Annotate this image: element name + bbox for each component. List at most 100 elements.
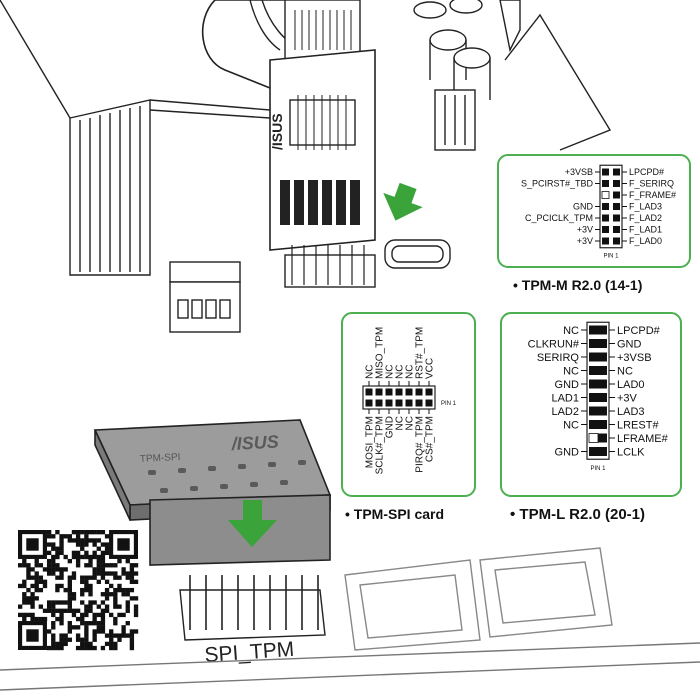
qr-module: [92, 571, 97, 576]
tpm-spi-top-label: NC: [405, 365, 416, 379]
qr-module: [80, 600, 85, 605]
qr-module: [109, 641, 114, 647]
tpm-card-vertical: [269, 49, 376, 251]
qr-module: [96, 604, 101, 609]
qr-module: [113, 633, 118, 638]
tpm-l-pin: [589, 352, 598, 362]
qr-module: [104, 587, 110, 593]
qr-module: [109, 612, 114, 618]
qr-module: [88, 604, 93, 609]
qr-module: [109, 629, 114, 634]
qr-module: [51, 612, 56, 618]
qr-module: [59, 546, 64, 551]
qr-module: [125, 592, 130, 597]
qr-module: [30, 583, 35, 589]
tpm-spi-bottom-label: CS#_TPM: [425, 416, 436, 462]
qr-module: [92, 530, 97, 535]
qr-module: [92, 554, 97, 560]
qr-module: [92, 645, 97, 651]
qr-module: [92, 637, 97, 642]
qr-module: [75, 538, 81, 543]
qr-module: [30, 616, 35, 622]
qr-module: [51, 546, 56, 551]
qr-module: [67, 629, 72, 634]
qr-module: [51, 637, 56, 642]
qr-module: [129, 596, 135, 601]
tpm-m-pin: [602, 237, 609, 245]
qr-module: [30, 596, 35, 601]
qr-module: [92, 538, 97, 543]
qr-module: [125, 575, 130, 580]
insert-arrow-bottom: [228, 500, 277, 547]
qr-module: [80, 554, 85, 560]
tpm-spi-top-label: NC: [385, 365, 396, 379]
qr-module: [51, 554, 56, 560]
qr-module: [104, 571, 110, 576]
tpm-spi-pin: [395, 399, 403, 407]
qr-module: [63, 633, 68, 638]
tpm-spi-pinout: NCMOSI_TPMMISO_TPMSCLK#_TPMNCGNDNCNCNCNC…: [362, 327, 457, 474]
qr-module: [113, 604, 118, 609]
qr-module: [133, 571, 139, 576]
qr-module: [104, 546, 110, 551]
tpm-spi-pin: [405, 388, 413, 396]
qr-module: [88, 608, 93, 613]
qr-module: [67, 587, 72, 593]
qr-module: [113, 645, 118, 651]
tpm-spi-pin: [425, 399, 433, 407]
tpm-spi-top-label: NC: [395, 365, 406, 379]
qr-module: [30, 600, 35, 605]
qr-module: [84, 583, 89, 589]
tpm-m-pin: [602, 203, 609, 210]
qr-module: [51, 641, 56, 647]
tpm-spi-top-label: VCC: [425, 358, 436, 379]
qr-code: [18, 530, 139, 651]
tpm-m-pin: [602, 168, 609, 176]
qr-module: [26, 567, 31, 572]
qr-module: [104, 604, 110, 609]
qr-module: [71, 612, 77, 618]
qr-module: [55, 530, 60, 535]
qr-module: [100, 629, 106, 634]
qr-module: [92, 621, 97, 626]
qr-module: [46, 604, 52, 609]
qr-module: [59, 633, 64, 638]
qr-module: [104, 550, 110, 556]
qr-module: [75, 563, 81, 568]
qr-module: [88, 621, 93, 626]
qr-module: [34, 579, 39, 584]
qr-module: [92, 600, 97, 605]
qr-module: [88, 592, 93, 597]
header-label: SPI_TPM: [204, 638, 295, 667]
qr-module: [22, 583, 27, 589]
qr-module: [67, 534, 72, 539]
heatsink-fins: [69, 99, 151, 276]
qr-module: [67, 608, 72, 613]
qr-module: [92, 616, 97, 622]
qr-module: [75, 637, 81, 642]
qr-module: [38, 575, 44, 580]
qr-module: [71, 554, 77, 560]
qr-module: [63, 554, 68, 560]
tpm-spi-pin: [365, 388, 373, 396]
qr-finder-core: [26, 538, 39, 551]
tpm-l-pin: [598, 433, 607, 443]
qr-module: [84, 621, 89, 626]
tpm-m-pin: [602, 180, 609, 187]
qr-module: [34, 571, 39, 576]
tpm-spi-bottom-label: GND: [385, 416, 396, 438]
qr-module: [84, 629, 89, 634]
insert-arrow-top: [383, 182, 423, 221]
qr-module: [125, 604, 130, 609]
qr-module: [75, 554, 81, 560]
tpm-m-title-text: TPM-M R2.0 (14-1): [521, 277, 643, 293]
qr-module: [113, 571, 118, 576]
qr-module: [46, 629, 52, 634]
tpm-spi-pin: [375, 388, 383, 396]
qr-module: [84, 554, 89, 560]
qr-module: [55, 608, 60, 613]
tpm-l-title: • TPM-L R2.0 (20-1): [510, 506, 646, 523]
tpm-l-left-label: SERIRQ: [537, 352, 580, 364]
qr-module: [46, 571, 52, 576]
qr-module: [96, 612, 101, 618]
